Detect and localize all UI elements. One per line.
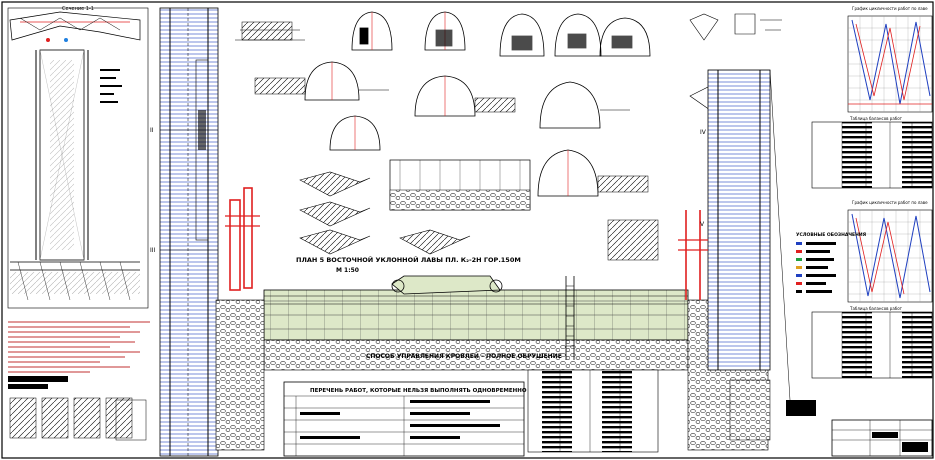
longwall-face: СПОСОБ УПРАВЛЕНИЯ КРОВЛЕЙ – ПОЛНОЕ ОБРУШ… <box>215 275 769 451</box>
tick-iv-right: IV <box>700 129 707 136</box>
tick-ii-left: II <box>150 127 154 134</box>
works-table-title: ПЕРЕЧЕНЬ РАБОТ, КОТОРЫЕ НЕЛЬЗЯ ВЫПОЛНЯТЬ… <box>310 388 527 394</box>
works-table: ПЕРЕЧЕНЬ РАБОТ, КОТОРЫЕ НЕЛЬЗЯ ВЫПОЛНЯТЬ… <box>283 381 527 457</box>
left-drift-column: II III <box>150 7 219 457</box>
top-left-label: Сечение 1-1 <box>62 6 94 12</box>
strata-section <box>389 159 659 261</box>
balance-table-mid <box>811 311 933 379</box>
table-title-top: Таблица балансов работ <box>849 116 903 121</box>
small-cross-sections <box>9 397 147 441</box>
plan-title-line1: ПЛАН 5 ВОСТОЧНОЙ УКЛОННОЙ ЛАВЫ ПЛ. К₂-2Н… <box>296 255 521 264</box>
right-drift-column: IV V <box>678 69 791 401</box>
plan-title: ПЛАН 5 ВОСТОЧНОЙ УКЛОННОЙ ЛАВЫ ПЛ. К₂-2Н… <box>296 255 521 274</box>
longwall-cross-sections <box>299 171 471 255</box>
notes-block <box>8 321 150 389</box>
left-section-panel: Сечение 1-1 <box>7 6 149 309</box>
lower-right-rock <box>729 379 816 441</box>
legend-title: УСЛОВНЫЕ ОБОЗНАЧЕНИЯ <box>796 232 867 238</box>
graph-title-mid: График цикличности работ по лаве <box>852 200 928 205</box>
balance-table-bottom <box>527 369 659 453</box>
table-title-mid: Таблица балансов работ <box>849 306 903 311</box>
legend-items <box>796 242 836 293</box>
roof-control-label: СПОСОБ УПРАВЛЕНИЯ КРОВЛЕЙ – ПОЛНОЕ ОБРУШ… <box>366 352 562 360</box>
right-panel: График цикличности работ по лаве Таблица… <box>796 6 933 457</box>
tick-iii-left: III <box>150 247 156 254</box>
graph-title-top: График цикличности работ по лаве <box>852 6 928 11</box>
red-alert-markers-left <box>225 187 260 291</box>
arch-sections-top <box>235 11 651 197</box>
tick-v-right: V <box>700 221 705 228</box>
plan-title-line2: М 1:50 <box>336 267 359 274</box>
balance-table-top <box>811 121 933 189</box>
